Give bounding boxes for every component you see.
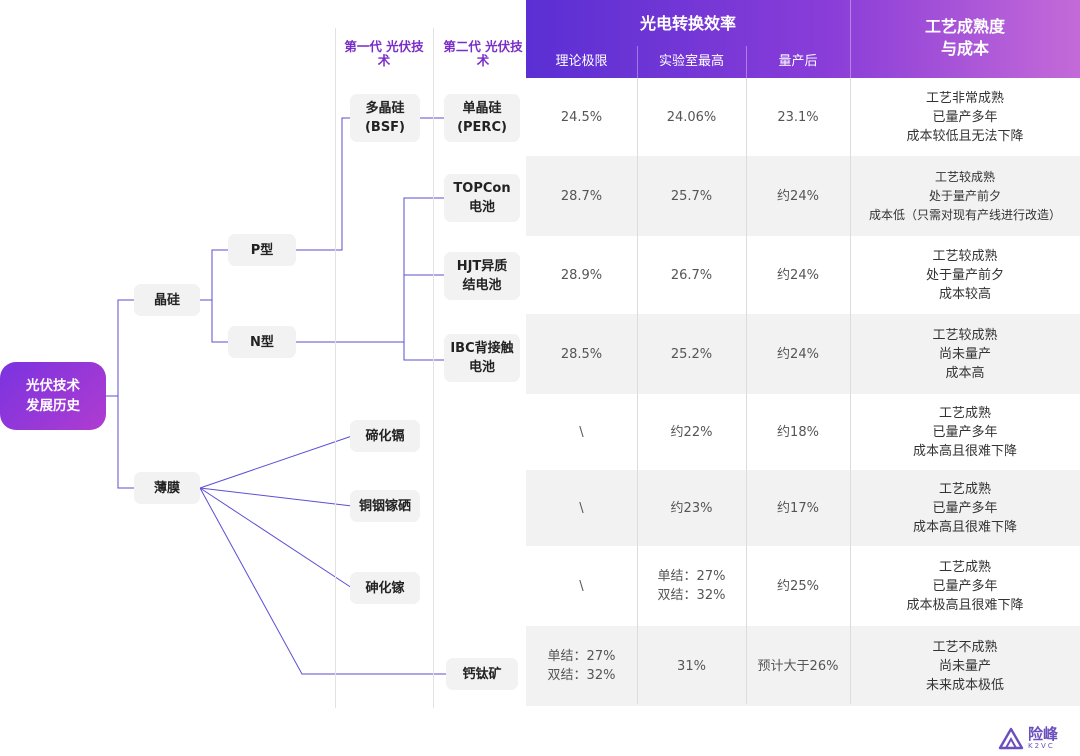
root-node: 光伏技术 发展历史 bbox=[0, 362, 106, 430]
header-maturity: 工艺成熟度 与成本 bbox=[924, 17, 1005, 58]
table-cell-mass: 预计大于26% bbox=[757, 658, 839, 674]
node-topcon: TOPCon 电池 bbox=[444, 174, 520, 222]
node-cdte: 碲化镉 bbox=[350, 420, 420, 452]
table-cell-theory: \ bbox=[579, 578, 584, 594]
gen2-column-divider bbox=[433, 28, 434, 708]
table-cell-lab: 约22% bbox=[670, 424, 713, 440]
node-cigs: 铜铟镓硒 bbox=[350, 490, 420, 522]
table-cell-lab: 约23% bbox=[670, 500, 713, 516]
node-n-type: N型 bbox=[228, 326, 296, 358]
table-cell-maturity: 工艺较成熟 尚未量产 成本高 bbox=[932, 327, 998, 381]
table-cell-theory: \ bbox=[579, 500, 584, 516]
column-divider bbox=[850, 78, 851, 704]
table-cell-mass: 23.1% bbox=[777, 109, 819, 125]
table-cell-maturity: 工艺非常成熟 已量产多年 成本较低且无法下降 bbox=[906, 90, 1024, 144]
logo-name: 险峰 bbox=[1028, 724, 1059, 743]
table-cell-mass: 约24% bbox=[777, 346, 819, 362]
table-cell-theory: 单结：27% 双结：32% bbox=[547, 649, 616, 683]
table-cell-theory: 28.5% bbox=[560, 346, 603, 362]
table-cell-theory: 28.9% bbox=[560, 267, 603, 283]
table-cell-mass: 约24% bbox=[777, 188, 819, 204]
header-lab: 实验室最高 bbox=[658, 54, 724, 69]
table-cell-lab: 25.2% bbox=[670, 346, 713, 362]
gen1-column-divider bbox=[335, 28, 336, 708]
node-thin-film: 薄膜 bbox=[134, 472, 200, 504]
row-band bbox=[526, 470, 1080, 546]
table-cell-lab: 单结：27% 双结：32% bbox=[657, 569, 726, 603]
table-cell-maturity: 工艺成熟 已量产多年 成本高且很难下降 bbox=[912, 405, 1017, 459]
k2vc-logo: 险峰 K2VC bbox=[998, 726, 1058, 750]
table-cell-mass: 约25% bbox=[777, 578, 819, 594]
table-cell-mass: 约24% bbox=[777, 267, 819, 283]
logo-sub: K2VC bbox=[1028, 741, 1055, 750]
node-crystalline-silicon: 晶硅 bbox=[134, 284, 200, 316]
table-header-band bbox=[526, 0, 1080, 78]
table-cell-mass: 约18% bbox=[777, 424, 819, 440]
column-divider bbox=[746, 78, 747, 704]
node-perc: 单晶硅 (PERC) bbox=[444, 94, 520, 142]
column-divider bbox=[637, 78, 638, 704]
table-cell-theory: 28.7% bbox=[560, 188, 603, 204]
connector-film-cdte bbox=[199, 435, 353, 489]
connector-crystal-types bbox=[200, 249, 230, 343]
table-cell-lab: 26.7% bbox=[670, 267, 713, 283]
table-cell-maturity: 工艺较成熟 处于量产前夕 成本较高 bbox=[925, 248, 1004, 302]
table-cell-lab: 25.7% bbox=[670, 188, 713, 204]
node-p-type: P型 bbox=[228, 234, 296, 266]
row-band bbox=[526, 626, 1080, 706]
header-theory: 理论极限 bbox=[555, 54, 608, 69]
node-hjt: HJT异质 结电池 bbox=[444, 252, 520, 300]
header-efficiency: 光电转换效率 bbox=[639, 14, 736, 33]
table-cell-mass: 约17% bbox=[777, 500, 819, 516]
table-cell-theory: \ bbox=[579, 424, 584, 440]
connector-n-gen2 bbox=[296, 197, 444, 361]
node-ibc: IBC背接触 电池 bbox=[444, 334, 520, 382]
mountain-logo-icon bbox=[998, 727, 1024, 750]
connector-p-bsf bbox=[296, 117, 352, 251]
gen2-header: 第二代 光伏技术 bbox=[443, 39, 523, 68]
node-gaas: 砷化镓 bbox=[350, 572, 420, 604]
header-divider bbox=[850, 0, 851, 78]
header-subdivider-2 bbox=[746, 46, 747, 78]
gen1-header: 第一代 光伏技术 bbox=[344, 39, 424, 68]
table-cell-maturity: 工艺成熟 已量产多年 成本高且很难下降 bbox=[912, 481, 1017, 535]
table-cell-lab: 31% bbox=[677, 658, 706, 674]
node-perovskite: 钙钛矿 bbox=[446, 658, 518, 690]
connector-root-branches bbox=[106, 299, 136, 489]
row-band bbox=[526, 314, 1080, 394]
node-bsf: 多晶硅 (BSF) bbox=[350, 94, 420, 142]
connector-film-cigs bbox=[199, 487, 353, 507]
table-cell-theory: 24.5% bbox=[560, 109, 603, 125]
table-cell-maturity: 工艺较成熟 处于量产前夕 成本低（只需对现有产线进行改造） bbox=[868, 169, 1061, 222]
header-subdivider-1 bbox=[637, 46, 638, 78]
connector-film-gaas bbox=[199, 487, 353, 589]
header-mass: 量产后 bbox=[778, 54, 818, 69]
row-band bbox=[526, 156, 1080, 236]
table-cell-maturity: 工艺成熟 已量产多年 成本极高且很难下降 bbox=[906, 559, 1024, 613]
table-cell-maturity: 工艺不成熟 尚未量产 未来成本极低 bbox=[925, 639, 1004, 693]
table-cell-lab: 24.06% bbox=[666, 109, 717, 125]
